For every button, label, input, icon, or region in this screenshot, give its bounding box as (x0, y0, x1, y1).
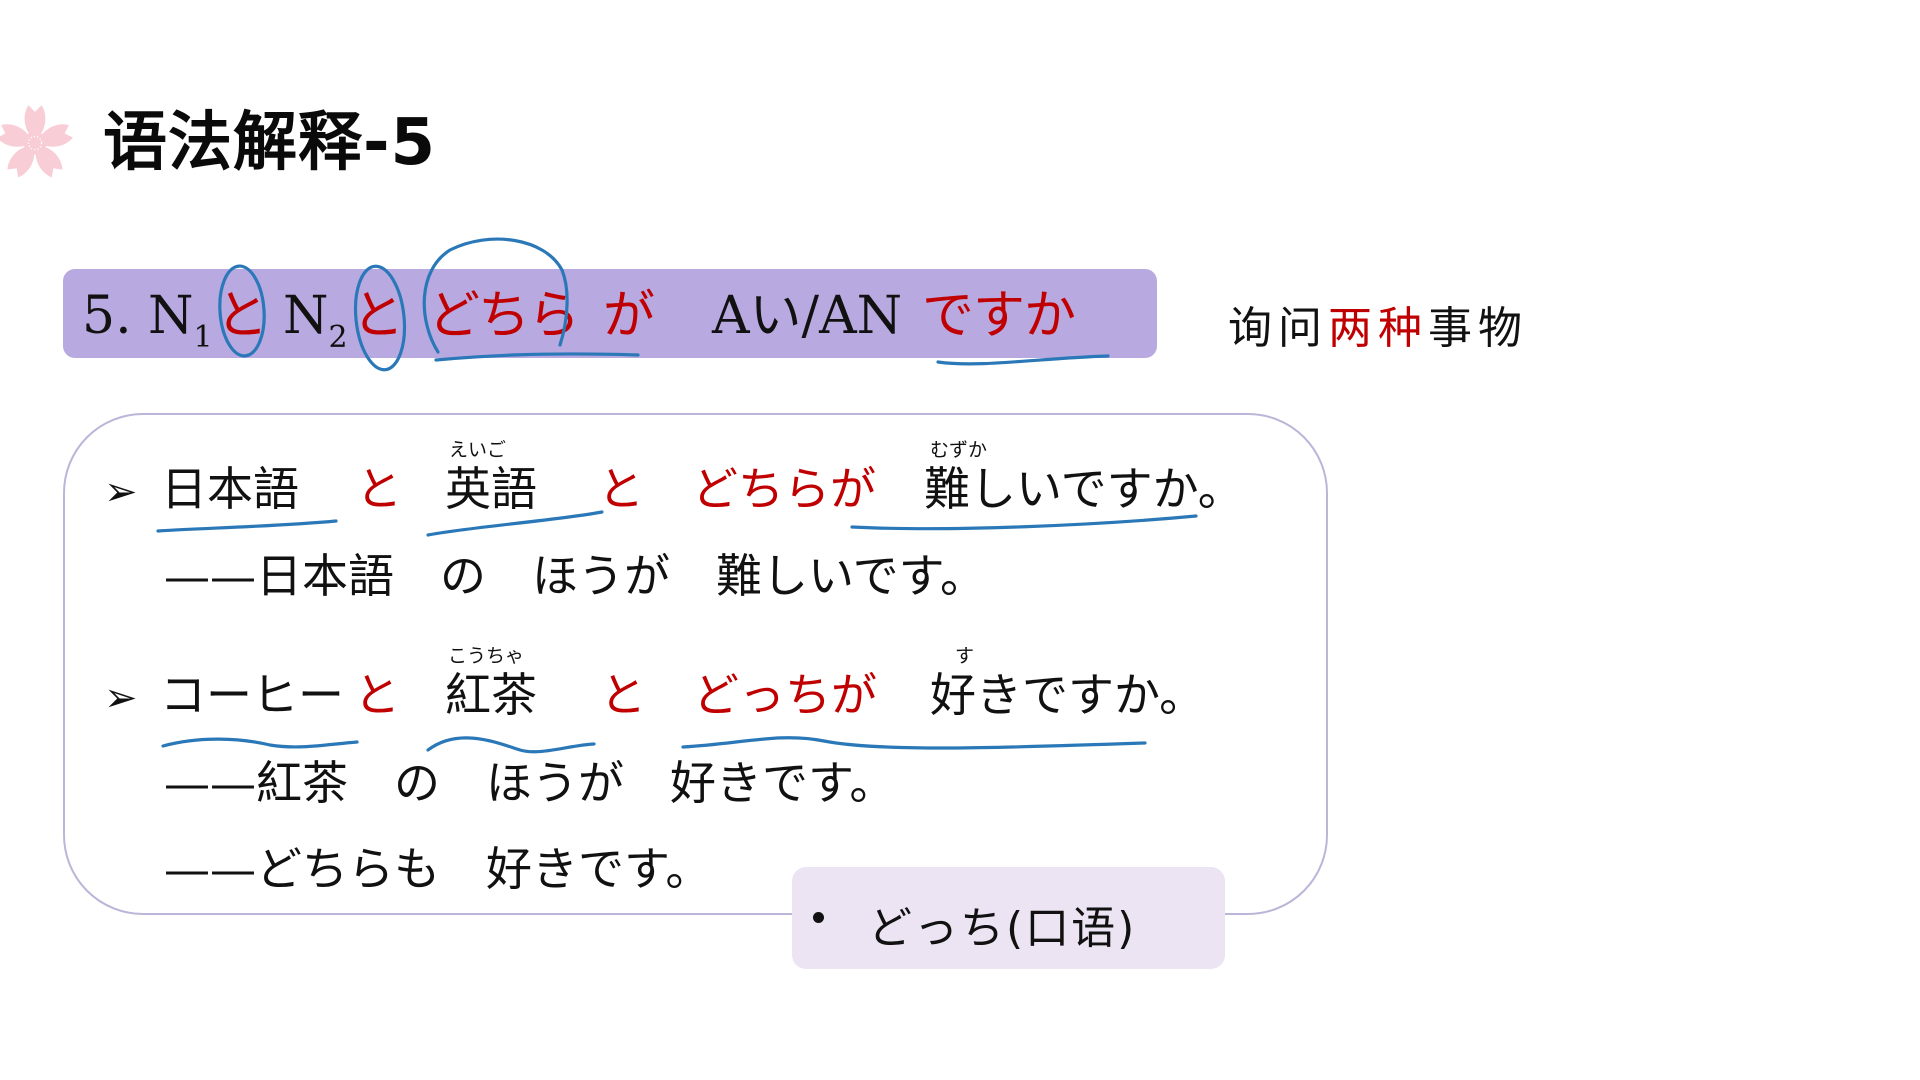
colloquial-note-text: どっち(口语) (868, 903, 1137, 954)
page-title: 语法解释-5 (103, 106, 437, 180)
pattern-desuka: ですか (922, 286, 1076, 346)
example-1-predicate: 難しいですか。 (924, 462, 1244, 516)
pattern-dochira: どちら (428, 286, 580, 346)
example-2-answer-2: ——どちらも 好きです。 (164, 842, 712, 896)
example-2-answer-1: ——紅茶 の ほうが 好きです。 (164, 756, 896, 810)
example-2-furigana-pred: す (955, 645, 975, 667)
example-2-furigana-b: こうちゃ (448, 645, 525, 667)
example-1-furigana-pred: むずか (930, 439, 988, 461)
colloquial-note-callout (792, 867, 1225, 969)
pattern-number: 5. (82, 286, 132, 346)
pattern-particle-to-1: と (216, 286, 269, 346)
pattern-particle-to-2: と (352, 286, 405, 346)
example-1-furigana-b: えいご (449, 439, 507, 461)
example-1-particle-to-1: と (356, 462, 402, 516)
example-1-noun-a: 日本語 (161, 462, 299, 516)
bullet-dot-icon (813, 912, 824, 923)
example-1-noun-b: 英語 (445, 462, 537, 516)
pattern-n1: N1 (148, 286, 213, 355)
example-box (63, 413, 1328, 915)
example-2-noun-a: コーヒー (160, 668, 344, 722)
example-2-noun-b: 紅茶 (445, 668, 537, 722)
arrow-bullet-icon: ➢ (104, 675, 138, 721)
example-2-which: どっちが (693, 668, 877, 722)
pattern-n2: N2 (283, 286, 348, 355)
example-2-predicate: 好きですか。 (930, 668, 1206, 722)
pattern-particle-ga: が (603, 286, 656, 346)
example-1-particle-to-2: と (598, 462, 644, 516)
example-2-particle-to-1: と (354, 668, 400, 722)
arrow-bullet-icon: ➢ (104, 469, 138, 515)
example-1-answer-1: ——日本語 の ほうが 難しいです。 (164, 549, 987, 603)
sakura-flower-icon (0, 105, 75, 180)
pattern-adjective: Aい/AN (712, 286, 903, 346)
example-2-particle-to-2: と (600, 668, 646, 722)
example-1-which: どちらが (692, 462, 876, 516)
pattern-meaning: 询问两种事物 (1228, 303, 1528, 354)
